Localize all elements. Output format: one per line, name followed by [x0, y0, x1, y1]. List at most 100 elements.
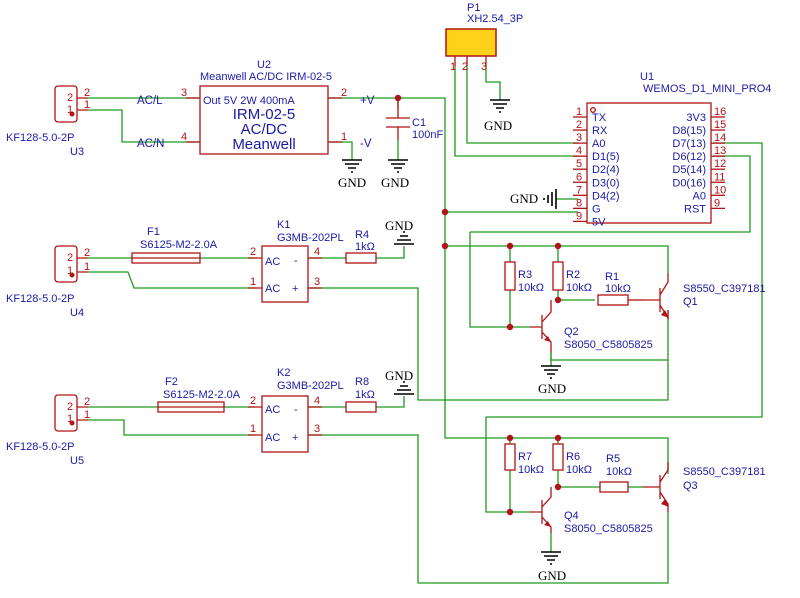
u1-pin-name: 5V [592, 216, 606, 228]
k2-ac: AC [265, 404, 280, 416]
relay-k1: AC AC - + 2 1 4 3 K1 G3MB-202PL [248, 219, 344, 303]
net-acn: AC/N [137, 138, 164, 150]
net-acl: AC/L [137, 95, 163, 107]
fuse-f2: F2 S6125-M2-2.0A [157, 376, 241, 413]
u1-pin-number: 3 [576, 132, 582, 144]
u1-pin-number: 8 [576, 197, 582, 209]
u4-pin-bot-label: 1 [67, 265, 73, 277]
k2-ref: K2 [277, 367, 290, 379]
u1-pin-number: 15 [714, 119, 726, 131]
u1-pin-number: 1 [576, 106, 582, 118]
u3-pin-top-label: 2 [67, 92, 73, 104]
gnd-label-r8: GND [385, 368, 413, 383]
connector-u4: 2 1 2 1 KF128-5.0-2P U4 [6, 245, 90, 319]
u1-pin-number: 9 [576, 210, 582, 222]
resistor-r5: R5 10kΩ [599, 453, 632, 493]
resistor-r2: R2 10kΩ [552, 261, 592, 294]
f2-ref: F2 [165, 376, 178, 388]
u3-value: KF128-5.0-2P [6, 132, 74, 144]
k1-pin4: 4 [314, 246, 320, 258]
q1-ref: Q1 [683, 296, 698, 308]
u2-line3: Meanwell [232, 136, 295, 153]
c1-ref: C1 [412, 117, 426, 129]
u1-pin-name: D1(5) [592, 151, 620, 163]
k1-value: G3MB-202PL [277, 232, 344, 244]
r6-ref: R6 [566, 451, 580, 463]
r8-value: 1kΩ [355, 389, 375, 401]
u1-pin-number: 2 [576, 119, 582, 131]
fuse-f1: F1 S6125-M2-2.0A [131, 226, 218, 264]
u1-pin-name: D2(4) [592, 164, 620, 176]
u1-pin-number: 9 [714, 197, 720, 209]
p1-pin3: 3 [481, 61, 487, 73]
transistor-q3: S8550_C397181 Q3 [643, 462, 766, 512]
k1-ac2: AC [265, 283, 280, 295]
u1-pin-name: D3(0) [592, 177, 620, 189]
u2-ref: U2 [257, 59, 271, 71]
u1-pin-name: 3V3 [686, 112, 706, 124]
f1-value: S6125-M2-2.0A [140, 239, 218, 251]
gnd-label-u1: GND [510, 191, 538, 206]
r2-ref: R2 [566, 269, 580, 281]
resistor-r3: R3 10kΩ [504, 261, 544, 294]
resistor-r4: R4 1kΩ [345, 229, 377, 264]
r8-ref: R8 [355, 376, 369, 388]
q2-ref: Q2 [564, 326, 579, 338]
resistor-r6: R6 10kΩ [552, 443, 592, 476]
k1-pin3: 3 [314, 276, 320, 288]
u1-pin-number: 10 [714, 184, 726, 196]
r3-value: 10kΩ [518, 282, 544, 294]
gnd-label-r4: GND [385, 218, 413, 233]
k2-value: G3MB-202PL [277, 380, 344, 392]
r7-value: 10kΩ [518, 464, 544, 476]
gnd-label-p1: GND [484, 118, 512, 133]
u2-line2: AC/DC [241, 121, 288, 138]
gnd-label-q4: GND [538, 568, 566, 583]
p1-pin1: 1 [450, 61, 456, 73]
p1-ref: P1 [467, 2, 480, 14]
u1-pin-number: 12 [714, 158, 726, 170]
resistor-r7: R7 10kΩ [504, 443, 544, 476]
u4-pin2-num: 2 [84, 247, 90, 259]
q1-value: S8550_C397181 [683, 283, 766, 295]
u4-ref: U4 [70, 307, 84, 319]
u1-pin-name: D4(2) [592, 190, 620, 202]
u5-pin-bot-label: 1 [67, 413, 73, 425]
net-vm: -V [360, 138, 372, 150]
k2-pin4: 4 [314, 395, 320, 407]
u4-value: KF128-5.0-2P [6, 293, 74, 305]
u3-pin-bot-label: 1 [67, 104, 73, 116]
transistor-q1: S8550_C397181 Q1 [643, 273, 766, 321]
r5-value: 10kΩ [606, 466, 632, 478]
f2-value: S6125-M2-2.0A [163, 389, 241, 401]
u2-pin-vm: 1 [341, 131, 347, 143]
c1-value: 100nF [412, 129, 443, 141]
u1-pin-name: D8(15) [672, 125, 706, 137]
p1-pin2: 2 [462, 61, 468, 73]
k1-ref: K1 [277, 219, 290, 231]
u3-ref: U3 [70, 146, 84, 158]
k2-pin1: 1 [250, 423, 256, 435]
u1-pin-name: D5(14) [672, 164, 706, 176]
u1-pin-number: 7 [576, 184, 582, 196]
q4-ref: Q4 [564, 510, 579, 522]
u1-value: WEMOS_D1_MINI_PRO4 [643, 83, 771, 95]
capacitor-c1: C1 100nF [386, 98, 443, 141]
u1-pin-name: RX [592, 125, 608, 137]
header-p1: P1 XH2.54_3P 1 2 3 [445, 2, 523, 73]
transistor-q4: Q4 S8050_C5805825 [530, 487, 653, 535]
resistor-r1: R1 10kΩ [597, 271, 643, 306]
u5-pin-top-label: 2 [67, 401, 73, 413]
q2-value: S8050_C5805825 [564, 339, 653, 351]
u1-pin-number: 4 [576, 145, 582, 157]
r4-value: 1kΩ [355, 241, 375, 253]
u2-pin-vp: 2 [341, 87, 347, 99]
u2-value: Meanwell AC/DC IRM-02-5 [200, 71, 332, 83]
u2-line1: IRM-02-5 [233, 106, 296, 123]
r1-value: 10kΩ [605, 283, 631, 295]
u2-pin-acn: 4 [181, 131, 187, 143]
u1-pin-name: G [592, 203, 601, 215]
